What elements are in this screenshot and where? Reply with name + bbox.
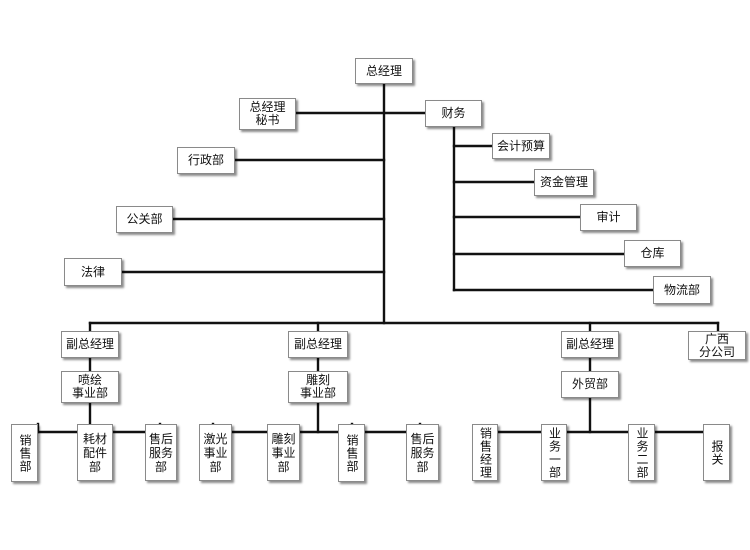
logistics-box: 物流部 xyxy=(653,276,711,304)
painting-division-box: 喷绘 事业部 xyxy=(61,371,119,403)
customs-box: 报关 xyxy=(703,424,730,481)
fund-management-box: 资金管理 xyxy=(534,169,594,196)
sales-dept-box-1: 销售部 xyxy=(11,424,38,482)
engraving-sub-box: 雕刻 事业 部 xyxy=(267,424,300,481)
ceo-secretary-box: 总经理 秘书 xyxy=(239,98,296,130)
after-sales-box-1: 售后 服务 部 xyxy=(145,424,177,481)
engraving-division-box: 雕刻 事业部 xyxy=(288,371,348,403)
after-sales-box-2: 售后 服务 部 xyxy=(406,424,439,481)
sales-dept-box-2: 销售部 xyxy=(338,424,365,482)
admin-box: 行政部 xyxy=(177,147,235,174)
guangxi-branch-box: 广西 分公司 xyxy=(688,331,746,360)
sales-manager-box: 销售经理 xyxy=(472,424,498,481)
business-dept-2-box: 业务二部 xyxy=(628,424,655,481)
foreign-trade-box: 外贸部 xyxy=(561,371,619,398)
consumables-dept-box: 耗材 配件 部 xyxy=(77,424,113,481)
warehouse-box: 仓库 xyxy=(624,240,681,267)
legal-box: 法律 xyxy=(64,258,122,286)
ceo-box: 总经理 xyxy=(355,58,413,84)
accounting-budget-box: 会计预算 xyxy=(492,133,550,159)
vp-box-3: 副总经理 xyxy=(561,331,619,358)
vp-box-1: 副总经理 xyxy=(61,331,119,358)
business-dept-1-box: 业务一部 xyxy=(541,424,567,481)
audit-box: 审计 xyxy=(580,204,637,231)
laser-division-box: 激光 事业 部 xyxy=(199,424,232,481)
finance-box: 财务 xyxy=(425,100,482,127)
vp-box-2: 副总经理 xyxy=(288,331,348,358)
pr-box: 公关部 xyxy=(116,206,173,233)
